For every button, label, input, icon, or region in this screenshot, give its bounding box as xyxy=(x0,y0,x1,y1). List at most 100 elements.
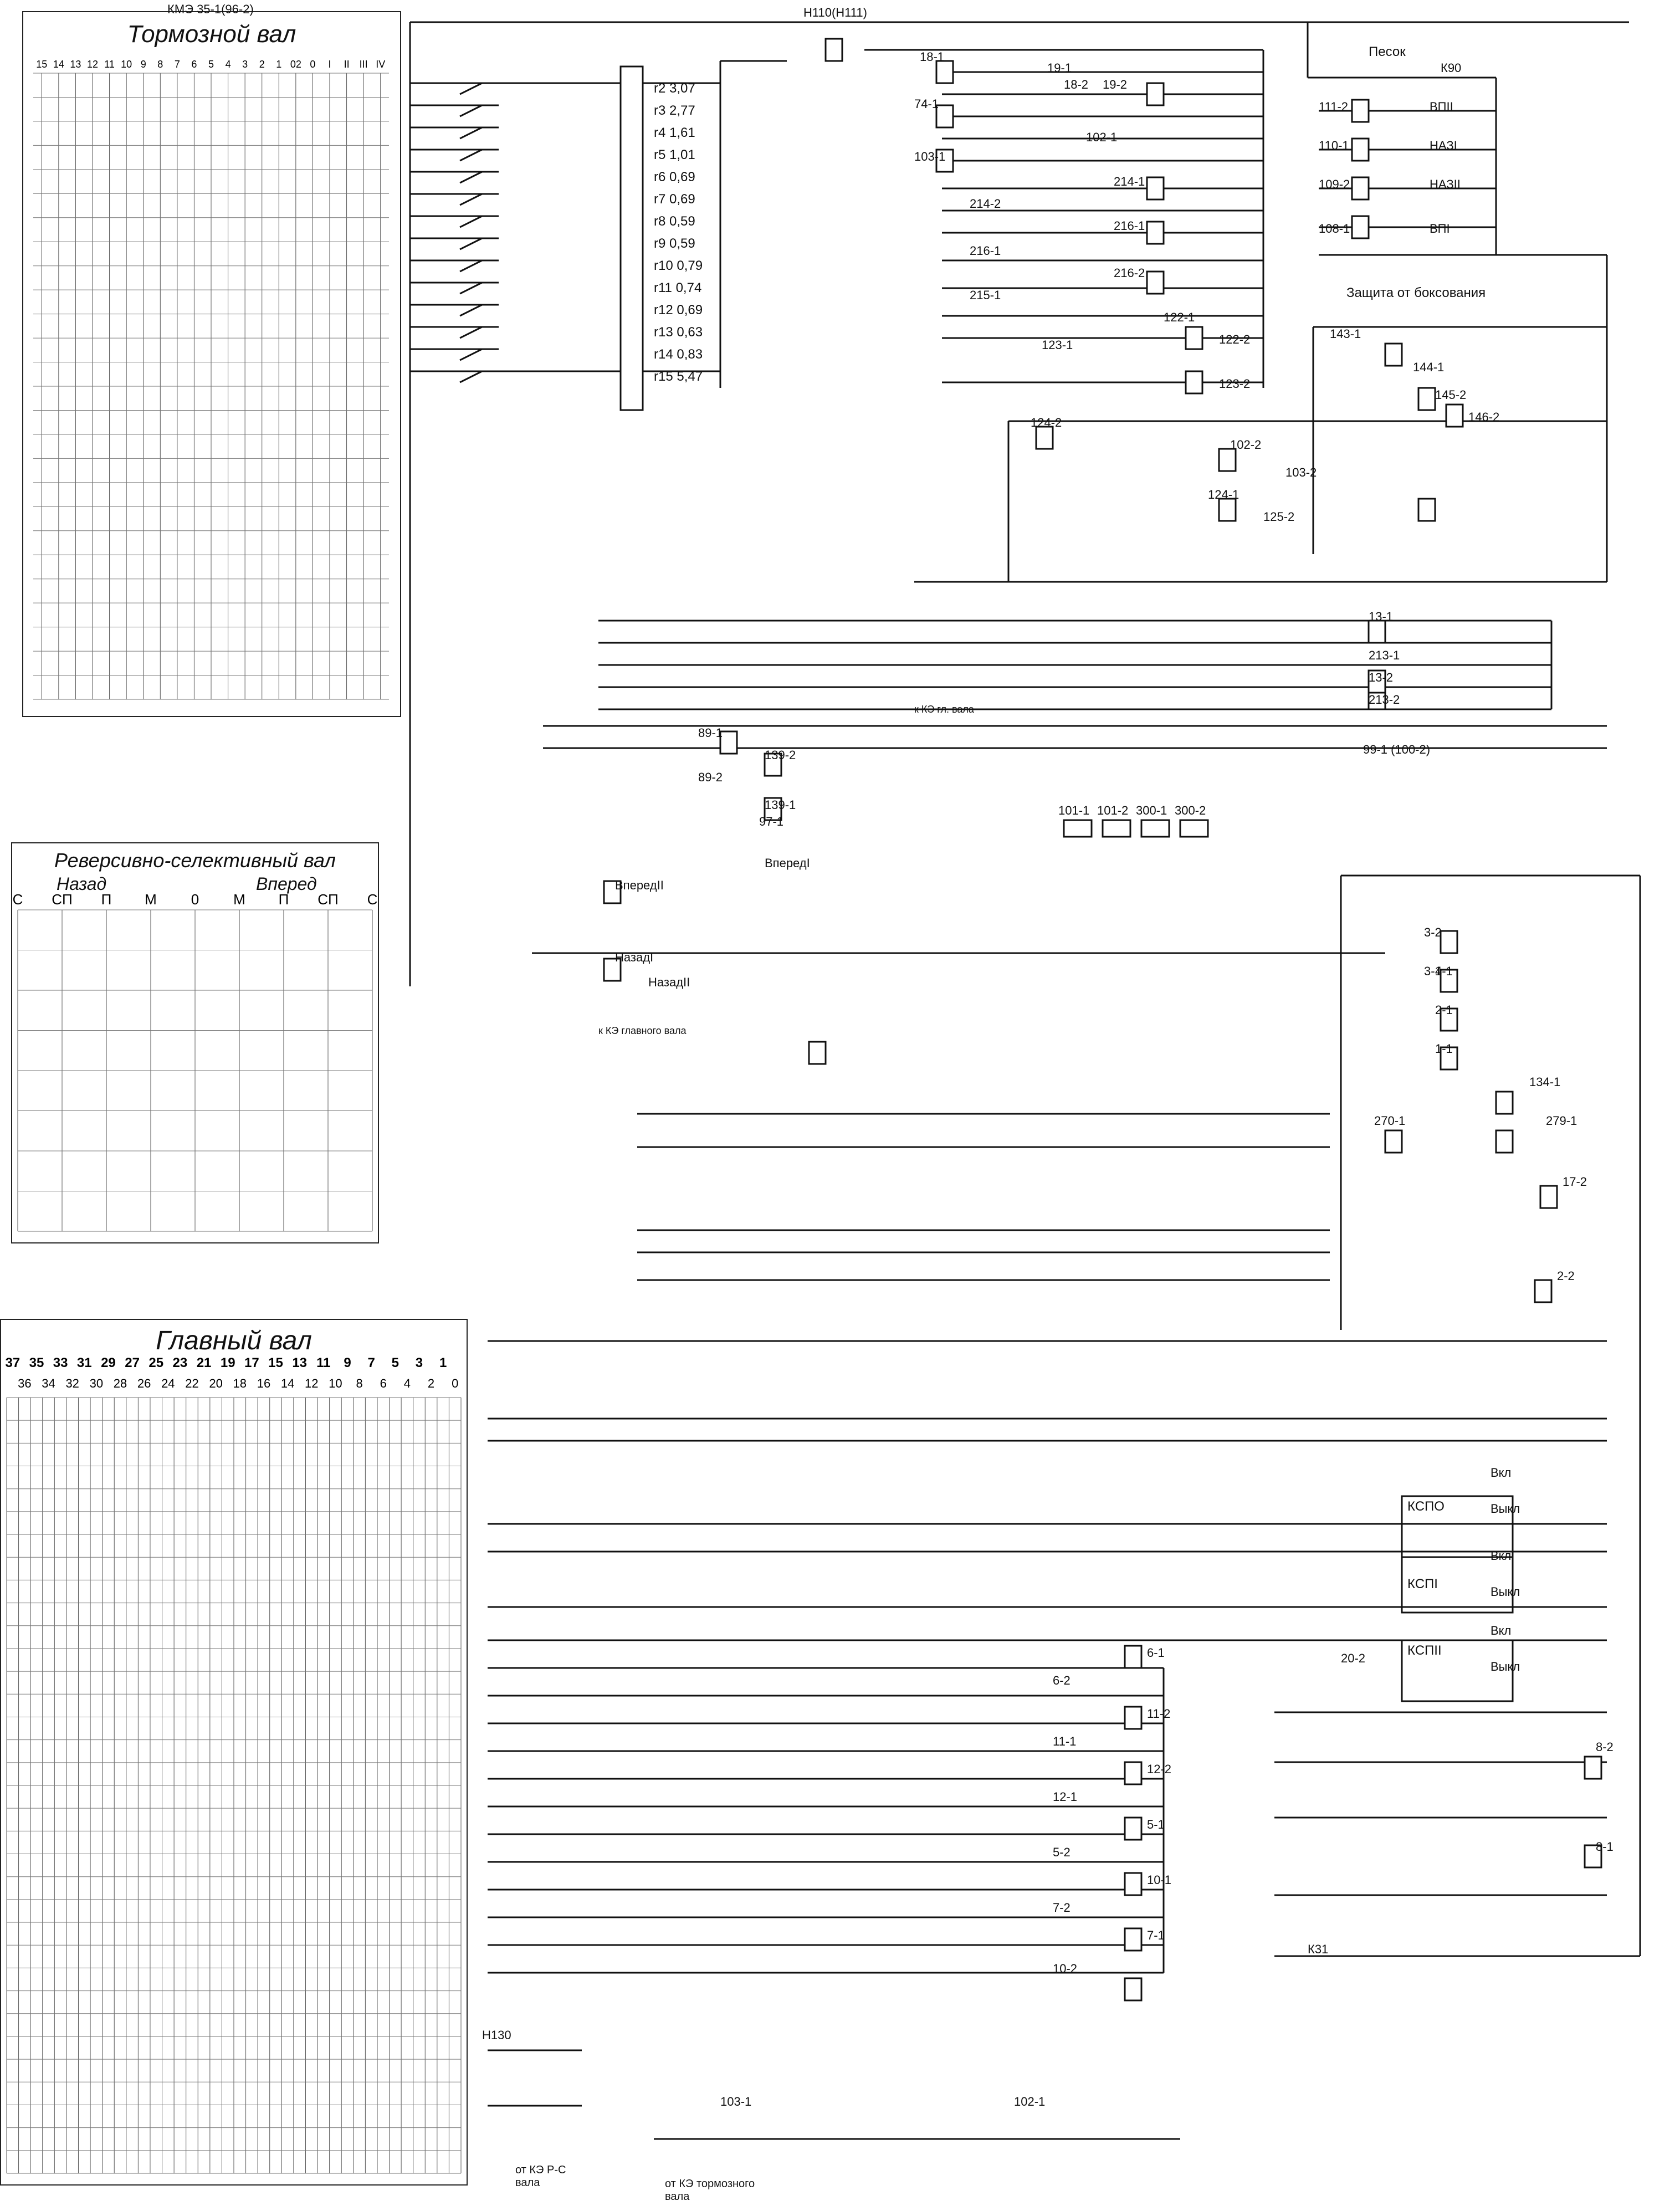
resistor-name: r11 xyxy=(654,280,676,295)
brake-shaft-header-code: КМЭ 35-1(96-2) xyxy=(167,2,254,16)
svg-text:12-1: 12-1 xyxy=(1053,1790,1077,1804)
reverse-forward-label: Вперед xyxy=(256,874,317,894)
node-labels: H110(H111) 19-1 18-1 74-1 18-2 19-2 102-… xyxy=(698,6,1614,2108)
svg-text:300-1: 300-1 xyxy=(1136,803,1167,817)
resistor-value: 0,74 xyxy=(675,280,702,295)
svg-text:5-2: 5-2 xyxy=(1053,1845,1071,1859)
main-position-top-label: 23 xyxy=(173,1355,188,1370)
brake-position-label: 7 xyxy=(175,59,180,70)
resistor-value: 0,69 xyxy=(677,303,703,318)
brake-position-label: 14 xyxy=(53,59,64,70)
main-position-top-label: 5 xyxy=(392,1355,399,1370)
main-position-bottom-label: 4 xyxy=(404,1376,411,1390)
brake-position-label: 0 xyxy=(310,59,315,70)
relay-coils xyxy=(603,38,1602,2002)
svg-text:102-1: 102-1 xyxy=(1014,2095,1045,2108)
main-position-bottom-label: 6 xyxy=(380,1376,387,1390)
main-position-top-label: 25 xyxy=(148,1355,163,1370)
brake-position-label: 12 xyxy=(87,59,98,70)
brake-position-label: 10 xyxy=(121,59,132,70)
svg-text:124-1: 124-1 xyxy=(1208,488,1239,501)
svg-text:7-1: 7-1 xyxy=(1147,1928,1165,1942)
svg-text:102-2: 102-2 xyxy=(1230,438,1261,452)
svg-text:7-2: 7-2 xyxy=(1053,1901,1071,1915)
reverse-shaft-panel: Реверсивно-селективный вал Назад Вперед … xyxy=(11,842,379,1243)
resistor-name: r3 xyxy=(654,103,670,118)
main-position-bottom-label: 18 xyxy=(233,1376,247,1390)
main-position-top-label: 9 xyxy=(344,1355,351,1370)
label-boks: Защита от боксования xyxy=(1346,285,1486,300)
svg-text:17-2: 17-2 xyxy=(1563,1175,1587,1189)
brake-position-label: 6 xyxy=(191,59,197,70)
main-shaft-title: Главный вал xyxy=(156,1326,312,1355)
svg-text:145-2: 145-2 xyxy=(1435,388,1466,402)
svg-text:111-2: 111-2 xyxy=(1319,100,1348,114)
svg-text:ВПII: ВПII xyxy=(1430,100,1453,114)
svg-text:2-1: 2-1 xyxy=(1435,1003,1453,1017)
main-position-bottom-label: 12 xyxy=(305,1376,318,1390)
svg-text:89-2: 89-2 xyxy=(698,770,723,784)
svg-text:139-2: 139-2 xyxy=(765,748,796,762)
resistor-row: r4 1,61 xyxy=(654,122,715,144)
main-position-top-label: 17 xyxy=(244,1355,259,1370)
resistor-name: r15 xyxy=(654,369,677,384)
svg-text:НАЗI: НАЗI xyxy=(1430,139,1457,152)
reverse-position-label: СП xyxy=(317,891,338,908)
main-position-top-label: 31 xyxy=(77,1355,92,1370)
main-position-bottom-label: 10 xyxy=(329,1376,342,1390)
bus-lines xyxy=(409,21,1641,2140)
resistor-value: 0,69 xyxy=(669,192,695,207)
resistor-name: r10 xyxy=(654,258,677,273)
label-kspi: КСПI xyxy=(1407,1577,1438,1591)
svg-text:13-2: 13-2 xyxy=(1369,671,1393,684)
main-position-bottom-label: 20 xyxy=(209,1376,222,1390)
main-position-top-label: 27 xyxy=(125,1355,140,1370)
label-k-ke-main: к КЭ главного вала xyxy=(598,1025,687,1036)
resistor-value: 5,47 xyxy=(677,369,703,384)
resistor-value: 0,63 xyxy=(677,325,703,340)
label-kspo: КСПО xyxy=(1407,1499,1445,1514)
svg-text:215-1: 215-1 xyxy=(970,288,1001,302)
svg-text:146-2: 146-2 xyxy=(1468,410,1499,424)
brake-position-label: 13 xyxy=(70,59,81,70)
resistor-name: r14 xyxy=(654,347,677,362)
svg-text:ВПI: ВПI xyxy=(1430,222,1450,236)
label-vkl-1: Вкл xyxy=(1491,1466,1512,1480)
svg-text:12-2: 12-2 xyxy=(1147,1762,1171,1776)
svg-text:143-1: 143-1 xyxy=(1330,327,1361,341)
main-position-bottom-label: 26 xyxy=(137,1376,151,1390)
label-pesok: Песок xyxy=(1369,44,1406,59)
brake-position-label: 9 xyxy=(141,59,146,70)
main-position-bottom-label: 8 xyxy=(356,1376,362,1390)
main-position-bottom-label: 36 xyxy=(18,1376,31,1390)
resistor-row: r10 0,79 xyxy=(654,255,715,277)
svg-text:270-1: 270-1 xyxy=(1374,1114,1405,1128)
svg-text:18-2: 18-2 xyxy=(1064,78,1088,91)
svg-text:214-2: 214-2 xyxy=(970,197,1001,211)
label-vykl-2: Выкл xyxy=(1491,1585,1520,1599)
svg-text:1-1: 1-1 xyxy=(1435,1042,1453,1056)
svg-text:НАЗII: НАЗII xyxy=(1430,177,1461,191)
svg-text:6-1: 6-1 xyxy=(1147,1646,1165,1660)
reverse-position-label: М xyxy=(233,891,245,908)
label-vykl-1: Выкл xyxy=(1491,1502,1520,1516)
resistor-name: r8 xyxy=(654,214,670,229)
main-position-top-label: 3 xyxy=(416,1355,423,1370)
svg-text:125-2: 125-2 xyxy=(1263,510,1294,524)
resistor-name: r2 xyxy=(654,81,670,96)
svg-text:122-2: 122-2 xyxy=(1219,332,1250,346)
svg-text:13-1: 13-1 xyxy=(1369,610,1393,623)
svg-text:97-1: 97-1 xyxy=(759,815,783,828)
svg-text:18-1: 18-1 xyxy=(920,50,944,64)
main-position-bottom-label: 2 xyxy=(428,1376,434,1390)
brake-position-label: 2 xyxy=(259,59,265,70)
label-vkl-3: Вкл xyxy=(1491,1624,1512,1637)
resistor-value: 2,77 xyxy=(669,103,695,118)
resistor-row: r12 0,69 xyxy=(654,299,715,321)
resistor-row: r6 0,69 xyxy=(654,166,715,188)
resistor-name: r4 xyxy=(654,125,670,140)
